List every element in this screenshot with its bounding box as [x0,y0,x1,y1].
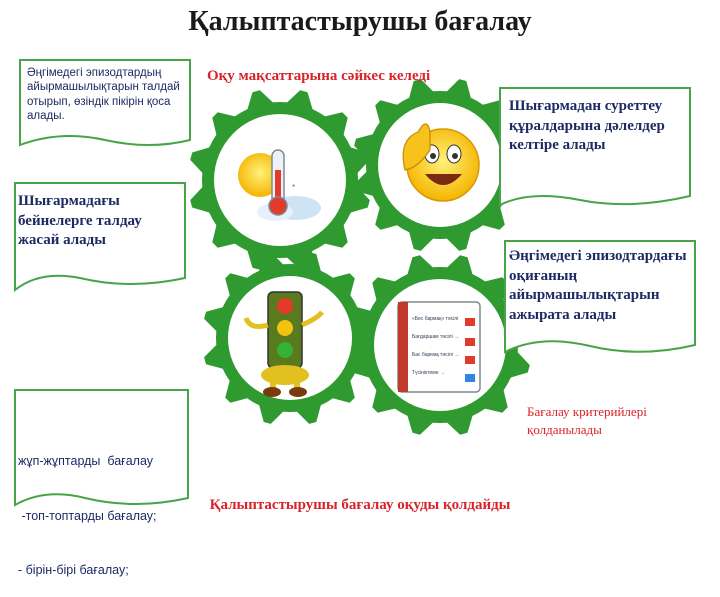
screen-line: Бас бармақ тәсілі → [412,352,460,358]
traffic-light-icon [243,291,325,397]
bottom-left-line: -топ-топтарды бағалау; [18,508,157,523]
screen-text-block: «Бес бармақ» тәсілі Бағдаршам тәсілі → Б… [412,310,464,382]
thermometer-icon: * [238,149,321,221]
bottom-left-line: - бірін-бірі бағалау; [18,563,129,577]
screen-line: «Бес бармақ» тәсілі [412,316,459,322]
card-text-mid-right: Әңгімедегі эпизодтардағы оқиғаның айырма… [509,248,687,323]
subtitle-bottom: Қалыптастырушы бағалау оқуды қолдайды [209,497,511,513]
card-frame-bottom-left [14,389,189,507]
card-frame-mid-left [14,182,186,293]
page-title: Қалыптастырушы бағалау [188,6,532,37]
gear-cluster [190,79,530,435]
card-text-bottom-left: жұп-жұптарды бағалау -топ-топтарды бағал… [18,416,193,597]
card-frame-top-left [19,59,191,147]
card-frame-mid-right [504,240,696,354]
diagram-canvas: * [14,59,696,507]
subtitle-top: Оқу мақсаттарына сәйкес келеді [207,68,431,84]
card-frame-top-right [499,87,691,207]
thumbs-up-smiley-icon [402,123,480,202]
laptop-screen-icon [397,301,481,393]
bottom-left-line: жұп-жұптарды бағалау [18,454,154,469]
card-text-mid-left: Шығармадағы бейнелерге талдау жасай алад… [18,193,142,248]
screen-line: Бағдаршам тәсілі → [412,334,460,340]
card-text-top-right: Шығармадан суреттеу құралдарына дәлелдер… [509,98,665,153]
criteria-note: Бағалау критерийлері қолданылады [527,404,647,437]
screen-line: Түсініктеме → [412,370,445,376]
svg-text:*: * [292,183,295,192]
card-text-top-left: Әңгімедегі эпизодтардың айырмашылықтарын… [27,67,180,123]
